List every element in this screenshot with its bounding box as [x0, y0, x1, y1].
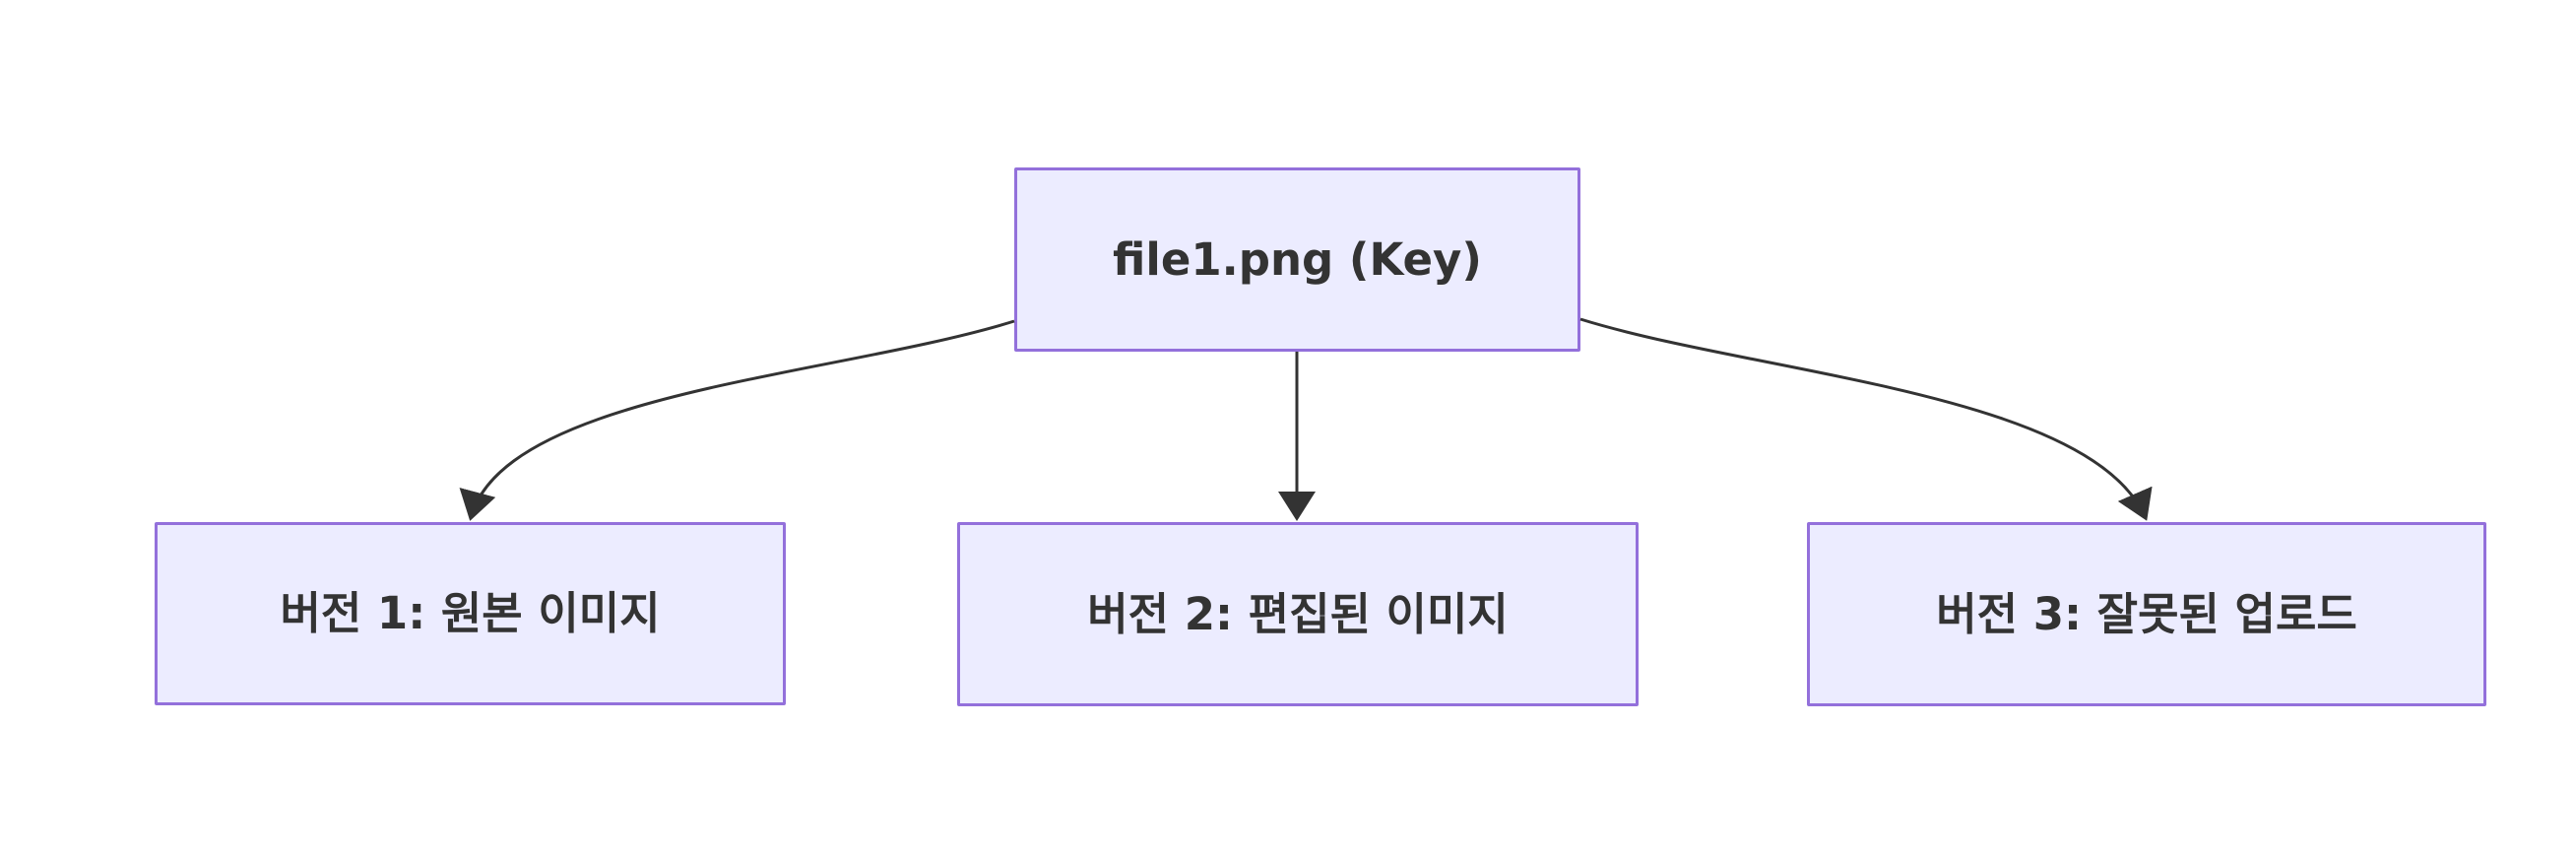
node-version-1-label: 버전 1: 원본 이미지: [280, 587, 661, 639]
node-version-1-original: 버전 1: 원본 이미지: [155, 522, 786, 705]
edge-root-to-version-3: [1579, 317, 2153, 521]
node-version-2-edited: 버전 2: 편집된 이미지: [957, 522, 1639, 706]
node-version-3-wrong-upload: 버전 3: 잘못된 업로드: [1807, 522, 2486, 706]
node-file1-key: file1.png (Key): [1014, 167, 1580, 352]
node-version-2-label: 버전 2: 편집된 이미지: [1087, 587, 1509, 640]
node-version-3-label: 버전 3: 잘못된 업로드: [1936, 587, 2357, 640]
edge-root-to-version-1: [459, 319, 1015, 521]
node-file1-key-label: file1.png (Key): [1113, 232, 1482, 286]
